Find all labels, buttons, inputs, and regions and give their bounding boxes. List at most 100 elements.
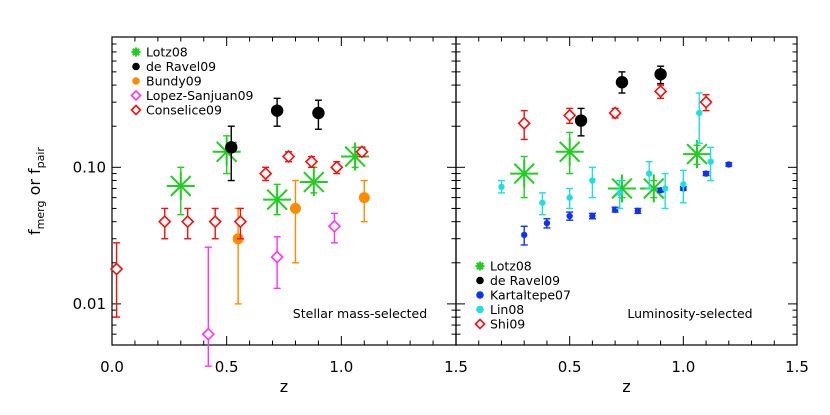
marker-circle [270,104,284,117]
legend-label: Shi09 [490,317,525,332]
marker-diamond [208,215,222,229]
marker-asterisk [263,185,292,214]
marker-diamond [327,219,342,233]
legend-label: Kartaltepe07 [490,288,571,303]
series-lotz08 [510,131,711,203]
marker-circle [574,114,588,127]
marker-diamond [517,116,531,130]
marker-circle [225,141,238,154]
marker-asterisk [299,168,328,197]
asterisk-stroke [266,189,288,211]
series-shi09 [517,84,713,141]
marker-circle [476,276,484,285]
marker-asterisk [607,174,636,203]
marker-circle [476,291,484,299]
x-tick-label: 1.0 [671,358,695,376]
marker-circle [654,68,667,81]
x-tick-label: 1.5 [444,358,468,376]
marker-diamond [699,95,713,109]
marker-diamond [281,149,296,164]
marker-circle [661,185,669,192]
legend-label: Conselice09 [146,103,222,118]
panel-annotation: Stellar mass-selected [293,306,427,321]
asterisk-stroke [132,48,140,56]
asterisk-stroke [611,177,633,200]
marker-diamond [330,160,344,174]
marker-diamond [259,166,273,181]
marker-circle [476,305,484,314]
y-tick-label: 0.10 [73,158,106,176]
asterisk-stroke [303,171,325,193]
x-tick-label: 1.0 [329,358,353,376]
series-kartaltepe07 [520,161,733,246]
marker-circle [616,189,623,197]
legend-label: de Ravel09 [146,59,216,74]
marker-diamond [130,89,142,102]
marker-diamond [270,250,284,264]
series-lin08 [497,92,715,216]
series-lopez-sanjuan09 [201,212,342,367]
marker-asterisk [475,261,485,271]
marker-circle [696,109,703,117]
asterisk-stroke [170,175,192,197]
y-axis-label: fmerg or fpair [25,147,47,235]
marker-circle [615,76,629,89]
marker-circle [132,77,140,85]
x-tick-label: 0.0 [100,358,124,376]
marker-diamond [653,84,668,98]
marker-circle [707,158,714,165]
marker-circle [680,181,687,188]
marker-circle [543,219,551,227]
marker-circle [566,194,573,201]
marker-diamond [158,215,172,229]
x-tick-label: 0.5 [215,358,239,376]
series-lotz08 [166,135,370,216]
asterisk-stroke [559,141,581,163]
marker-circle [521,231,528,239]
marker-circle [539,199,546,206]
marker-circle [289,202,301,214]
asterisk-stroke [686,143,708,165]
legend-label: de Ravel09 [490,273,560,288]
series-bundy09 [232,179,370,305]
marker-asterisk [682,140,711,169]
legend-label: Lotz08 [146,45,188,60]
marker-circle [611,206,619,213]
marker-circle [589,212,596,220]
marker-circle [725,161,732,168]
marker-diamond [304,155,319,169]
marker-asterisk [212,137,241,166]
marker-diamond [608,106,622,120]
panel-right-data [497,65,733,246]
marker-diamond [130,104,142,116]
panel-left-data [109,97,370,367]
marker-circle [132,62,140,71]
marker-diamond [181,215,195,229]
legend-label: Lotz08 [490,259,532,274]
marker-diamond [355,145,369,159]
y-tick-label: 0.01 [73,295,106,313]
marker-circle [634,207,642,215]
x-axis-label: z [622,377,630,396]
marker-diamond [201,327,215,341]
asterisk-stroke [513,162,535,185]
marker-circle [498,183,505,191]
marker-diamond [109,262,124,276]
asterisk-stroke [643,177,665,200]
panel-right-frame [455,36,798,346]
series-de-ravel09 [225,97,325,182]
x-tick-label: 0.5 [558,358,582,376]
panel-annotation: Luminosity-selected [627,306,752,321]
asterisk-stroke [476,262,484,270]
x-axis-label: z [280,377,288,396]
legend-label: Lin08 [490,302,524,317]
marker-circle [312,106,325,120]
marker-circle [358,192,370,204]
legend-label: Bundy09 [146,74,202,89]
marker-circle [566,212,573,220]
series-conselice09 [109,145,369,318]
marker-circle [702,170,710,177]
